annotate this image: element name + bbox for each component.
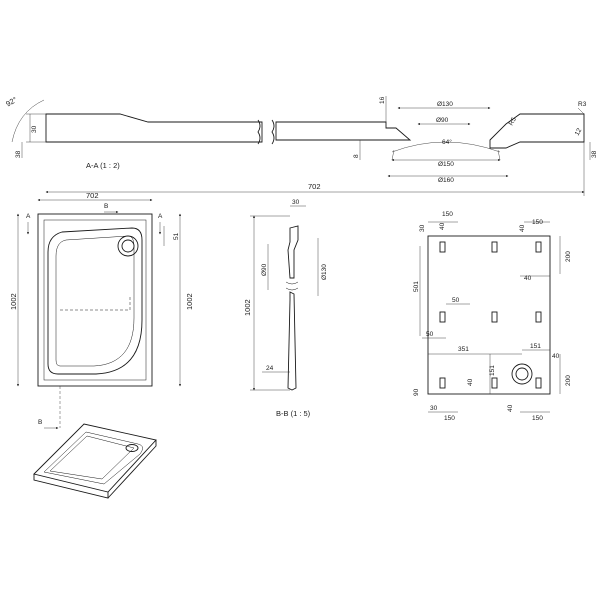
bb-dim-dia130: Ø130 xyxy=(321,264,328,280)
bv-mid-151-vert: 151 xyxy=(489,365,496,376)
section-aa-left-profile xyxy=(45,113,263,143)
section-aa-right-profile xyxy=(489,113,585,149)
foot-pad xyxy=(439,377,446,389)
dim-16: 16 xyxy=(379,96,386,104)
section-aa-title: A-A (1 : 2) xyxy=(86,161,120,170)
bv-mid-151-right: 151 xyxy=(530,343,541,350)
bottom-drain-inner xyxy=(515,367,529,381)
bottom-drain-outer xyxy=(511,363,533,385)
angle-mid-label: 64° xyxy=(442,138,452,146)
tray-basin xyxy=(47,227,143,375)
bv-bottom-150-right: 150 xyxy=(532,415,543,422)
foot-pad xyxy=(535,377,542,389)
bv-bottom-150-left: 150 xyxy=(444,415,455,422)
angle-left-label: 92° xyxy=(4,95,18,108)
bv-mid-351: 351 xyxy=(458,346,469,353)
plan-width-label: 702 xyxy=(86,191,99,200)
dim-dia90: Ø90 xyxy=(436,117,449,124)
bv-bottom-left-30: 30 xyxy=(430,405,438,412)
plan-view: 702 1002 1002 51 A A B B xyxy=(9,191,194,430)
dim-8: 8 xyxy=(353,154,360,158)
marker-b-top: B xyxy=(104,203,108,210)
dim-dia150: Ø150 xyxy=(438,161,454,168)
foot-pad xyxy=(491,377,498,389)
bv-top-150-right: 150 xyxy=(532,219,543,226)
foot-pad xyxy=(439,241,446,253)
overall-width-label: 702 xyxy=(308,182,321,191)
tray-inner-rim xyxy=(43,219,147,381)
iso-tray-side xyxy=(33,474,109,499)
marker-b-bottom: B xyxy=(38,419,42,426)
foot-pad xyxy=(535,241,542,253)
bv-right-40-lower: 40 xyxy=(552,353,560,360)
plan-height-right: 1002 xyxy=(185,293,194,310)
isometric-view xyxy=(33,423,157,499)
dim-51: 51 xyxy=(173,232,180,240)
marker-a-bottom: A xyxy=(158,213,163,220)
dim-30-left: 30 xyxy=(31,125,38,133)
section-bb: 30 Ø90 Ø130 1002 24 B-B (1 : 5) xyxy=(243,199,328,418)
marker-a-top: A xyxy=(26,213,31,220)
bv-mid-50a: 50 xyxy=(452,297,460,304)
bv-top-40b: 40 xyxy=(519,224,526,232)
dim-dia160: Ø160 xyxy=(438,177,454,184)
dim-38-left: 38 xyxy=(15,150,22,158)
dim-12: 12 xyxy=(574,127,584,137)
foot-pad xyxy=(491,311,498,323)
break-mark-left xyxy=(257,119,261,145)
drain-circle-inner xyxy=(121,239,135,253)
bv-bottom-left-90: 90 xyxy=(413,388,420,396)
bv-right-200-bottom: 200 xyxy=(565,375,572,386)
bv-bottom-40b: 40 xyxy=(507,404,514,412)
drain-circle-outer xyxy=(117,235,139,257)
bv-top-40a: 40 xyxy=(439,222,446,230)
section-aa: 92° 30 38 16 8 Ø130 Ø90 64° Ø150 Ø160 R3… xyxy=(4,95,598,184)
bv-right-40: 40 xyxy=(524,275,532,282)
dim-r3: R3 xyxy=(578,101,587,108)
dim-dia130: Ø130 xyxy=(437,101,453,108)
section-aa-mid-profile xyxy=(275,121,412,141)
dim-r5: R5 xyxy=(508,116,518,127)
bv-mid-50b: 50 xyxy=(426,331,434,338)
foot-pad xyxy=(491,241,498,253)
iso-basin xyxy=(43,431,143,485)
bottom-view: 150 150 30 40 40 200 40 501 50 50 351 15… xyxy=(413,211,572,422)
drain-arc xyxy=(391,141,501,153)
plan-height-left: 1002 xyxy=(9,293,18,310)
bb-dim-30: 30 xyxy=(292,199,300,206)
bv-left-30: 30 xyxy=(419,224,426,232)
bv-left-501: 501 xyxy=(413,281,420,292)
section-bb-profile xyxy=(287,225,299,279)
bb-height-label: 1002 xyxy=(243,299,252,316)
break-mark-right xyxy=(271,119,275,145)
bb-dim-dia90: Ø90 xyxy=(261,263,268,276)
bv-bottom-40a: 40 xyxy=(467,378,474,386)
bv-top-150-left: 150 xyxy=(442,211,453,218)
foot-pad xyxy=(439,311,446,323)
bb-dim-24: 24 xyxy=(266,365,274,372)
tray-outline xyxy=(37,213,153,387)
angle-arc-left xyxy=(11,99,45,143)
bottom-outline xyxy=(427,235,551,395)
foot-pad xyxy=(535,311,542,323)
section-bb-title: B-B (1 : 5) xyxy=(276,409,311,418)
dim-38-right: 38 xyxy=(591,150,598,158)
bv-right-200-top: 200 xyxy=(565,251,572,262)
iso-drain xyxy=(125,444,139,452)
